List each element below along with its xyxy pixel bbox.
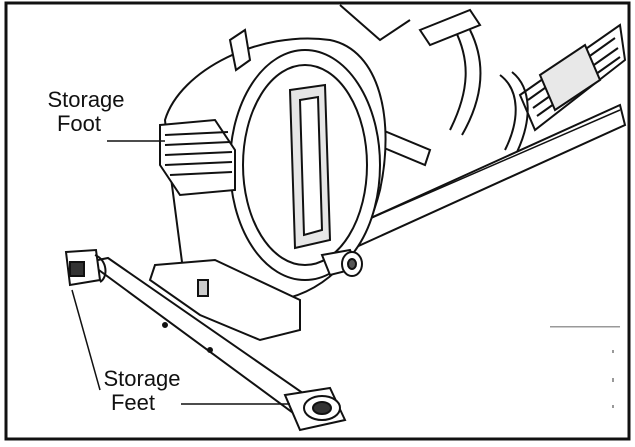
- storage-foot-label-line1: Storage: [47, 87, 125, 112]
- right-storage-foot: [283, 386, 347, 432]
- border: [4, 1, 631, 441]
- axle-knob: [320, 248, 363, 277]
- storage-foot-label: Storage Foot: [32, 88, 140, 136]
- leader-feet-left: [71, 289, 101, 391]
- storage-feet-label-line2: Feet: [110, 390, 156, 415]
- flywheel-housing: [163, 28, 387, 306]
- base-plate: [148, 258, 301, 342]
- faint-marks: [550, 326, 620, 408]
- storage-feet-label: Storage Feet: [88, 367, 196, 415]
- leader-lines: [71, 140, 290, 405]
- storage-feet-label-line1: Storage: [103, 366, 181, 391]
- storage-foot-label-line2: Foot: [56, 111, 102, 136]
- pedal: [518, 23, 627, 132]
- left-storage-foot: [64, 248, 107, 287]
- storage-foot-block: [159, 118, 236, 197]
